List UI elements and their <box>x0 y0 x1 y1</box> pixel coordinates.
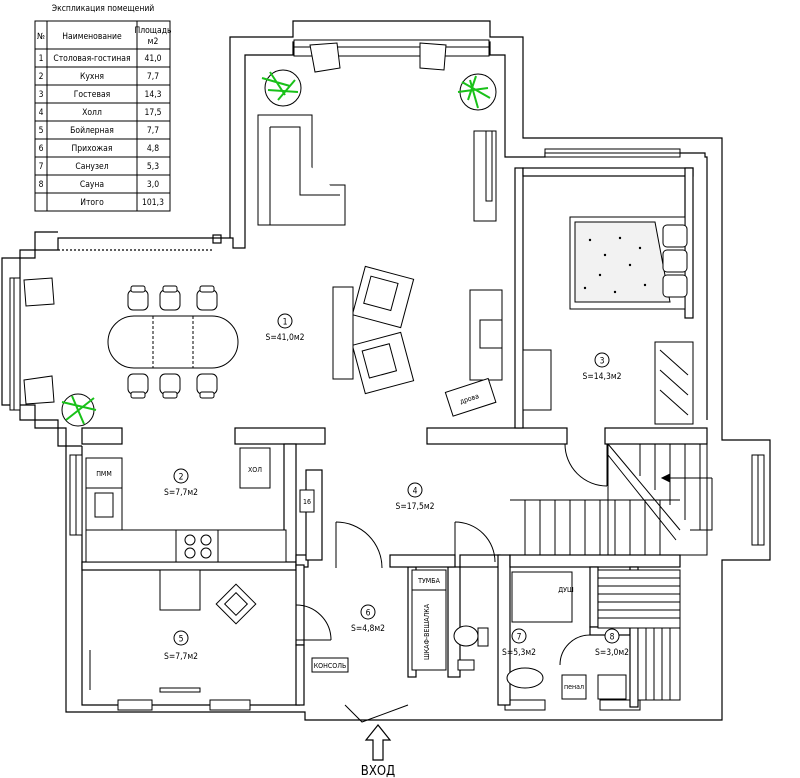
explication-table <box>34 20 171 212</box>
boiler-equipment <box>89 569 257 693</box>
header-area-unit: м2 <box>148 37 159 47</box>
dining-table <box>107 315 239 369</box>
row-num: 7 <box>39 162 44 172</box>
header-name: Наименование <box>62 32 122 42</box>
label-tumba: ТУМБА <box>417 577 440 585</box>
room-number: 1 <box>283 318 288 328</box>
row-num: 8 <box>39 180 44 190</box>
room-number: 5 <box>179 635 184 645</box>
row-name: Сауна <box>80 180 104 190</box>
desk <box>522 349 552 411</box>
entrance-label: ВХОД <box>361 764 395 778</box>
room-area: S=41,0м2 <box>266 333 305 343</box>
label-console: КОНСОЛЬ <box>314 662 347 670</box>
wc-fixtures <box>453 571 573 689</box>
sofa <box>257 114 346 226</box>
kitchen-counter <box>85 447 287 563</box>
row-area: 17,5 <box>144 108 161 118</box>
wardrobe <box>654 341 694 425</box>
bed <box>569 216 688 310</box>
room-area: S=4,8м2 <box>351 624 385 634</box>
row-name: Холл <box>82 108 102 118</box>
row-num: 5 <box>39 126 44 136</box>
row-name: Гостевая <box>74 90 111 100</box>
row-area: 7,7 <box>147 126 159 136</box>
header-area: Площадь <box>134 26 171 36</box>
doors <box>295 443 608 723</box>
room-area: S=5,3м2 <box>502 648 536 658</box>
entry-furniture <box>311 569 447 673</box>
row-name: Прихожая <box>72 144 113 154</box>
label-fridge-16: 16 <box>303 498 311 506</box>
label-wardrobe-hanger: ШКАФ-ВЕШАЛКА <box>423 603 431 660</box>
dining-chairs <box>127 285 218 399</box>
row-num: 6 <box>39 144 44 154</box>
row-num: 3 <box>39 90 44 100</box>
room-number: 2 <box>179 473 184 483</box>
entrance-arrow-icon <box>364 724 392 761</box>
plant-leaves <box>61 71 491 425</box>
total-name: Итого <box>80 198 104 208</box>
row-num: 1 <box>39 54 44 64</box>
room-markers <box>173 313 620 646</box>
label-dishwasher: ПММ <box>96 470 112 478</box>
row-name: Бойлерная <box>70 126 114 136</box>
firewood-box <box>444 377 497 417</box>
label-fridge: ХОЛ <box>248 466 262 474</box>
coffee-table <box>332 286 354 380</box>
row-area: 5,3 <box>147 162 159 172</box>
row-area: 3,0 <box>147 180 159 190</box>
total-area: 101,3 <box>142 198 164 208</box>
fireplace <box>469 289 503 381</box>
row-area: 7,7 <box>147 72 159 82</box>
row-name: Столовая-гостиная <box>53 54 130 64</box>
sauna-bench <box>561 569 681 701</box>
room-area: S=14,3м2 <box>583 372 622 382</box>
row-name: Кухня <box>80 72 104 82</box>
row-num: 4 <box>39 108 44 118</box>
room-number: 4 <box>413 487 418 497</box>
room-number: 7 <box>517 633 522 643</box>
row-area: 14,3 <box>144 90 161 100</box>
fridge-block <box>299 489 315 513</box>
staircase <box>510 443 713 556</box>
row-area: 4,8 <box>147 144 159 154</box>
row-num: 2 <box>39 72 44 82</box>
room-area: S=7,7м2 <box>164 488 198 498</box>
room-area: S=7,7м2 <box>164 652 198 662</box>
armchairs <box>351 265 415 395</box>
room-area: S=3,0м2 <box>595 648 629 658</box>
header-num: № <box>37 32 45 42</box>
explication-title: Экспликация помещений <box>52 4 155 14</box>
room-area: S=17,5м2 <box>396 502 435 512</box>
label-shower: ДУШ <box>558 586 574 594</box>
label-penal: пенал <box>564 683 584 691</box>
pillow-icon <box>23 42 447 405</box>
room-number: 3 <box>600 357 605 367</box>
room-number: 8 <box>610 633 615 643</box>
tv-stand <box>473 130 497 222</box>
bed-pattern <box>583 236 647 294</box>
row-name: Санузел <box>75 162 108 172</box>
row-area: 41,0 <box>144 54 161 64</box>
room-number: 6 <box>366 609 371 619</box>
windows <box>9 39 765 711</box>
